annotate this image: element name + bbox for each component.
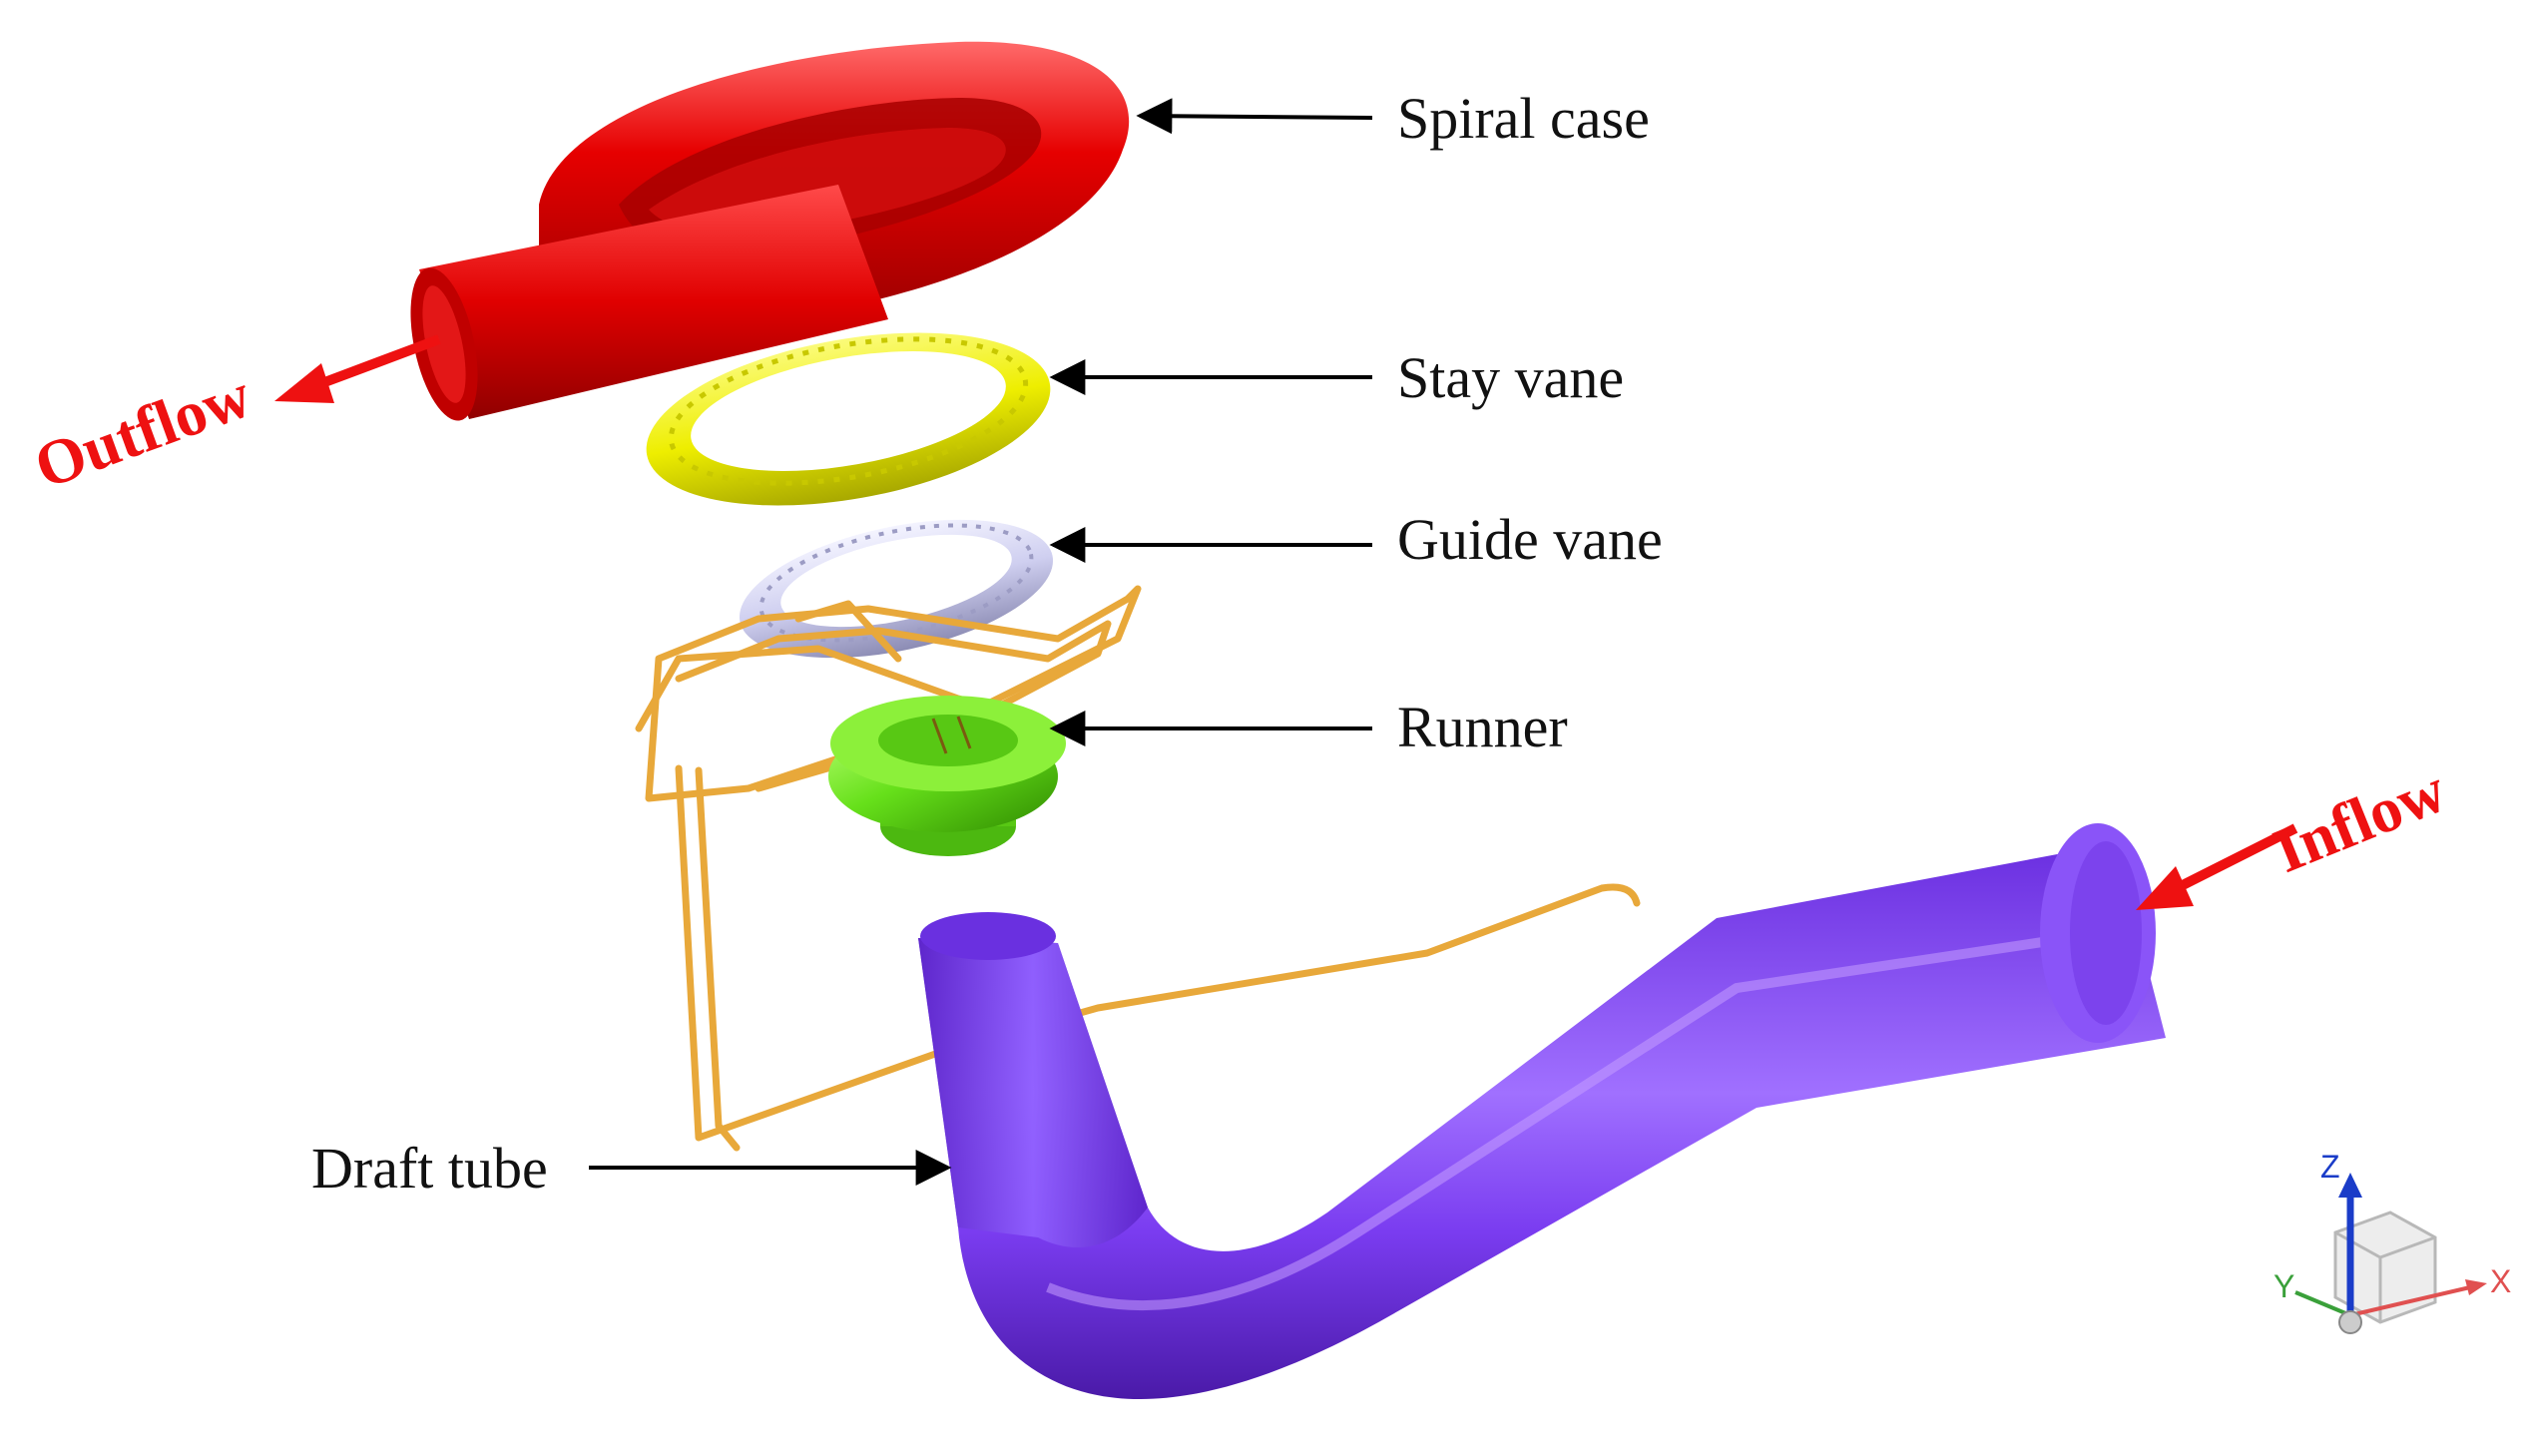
runner [828, 696, 1066, 856]
leader-lines [589, 98, 1373, 1186]
label-spiral-case: Spiral case [1397, 86, 1650, 151]
label-runner: Runner [1397, 695, 1568, 759]
axis-y-label: Y [2274, 1268, 2294, 1304]
stay-vane [646, 332, 1051, 506]
outflow-arrow [274, 334, 441, 403]
draft-tube [918, 823, 2166, 1400]
view-cube-icon [2333, 1211, 2437, 1324]
axis-z-label: Z [2320, 1149, 2340, 1185]
label-stay-vane: Stay vane [1397, 345, 1624, 410]
spiral-case [410, 41, 1130, 421]
axis-triad: Z X Y [2274, 1149, 2511, 1334]
axis-x-label: X [2490, 1263, 2511, 1299]
label-guide-vane: Guide vane [1397, 507, 1663, 572]
leader-spiral-case [1136, 98, 1373, 135]
inflow-arrow [2136, 823, 2298, 910]
label-outflow: Outflow [26, 359, 260, 502]
label-draft-tube: Draft tube [311, 1136, 548, 1201]
pipe-tubing [635, 585, 1641, 1152]
label-inflow: Inflow [2265, 754, 2455, 886]
